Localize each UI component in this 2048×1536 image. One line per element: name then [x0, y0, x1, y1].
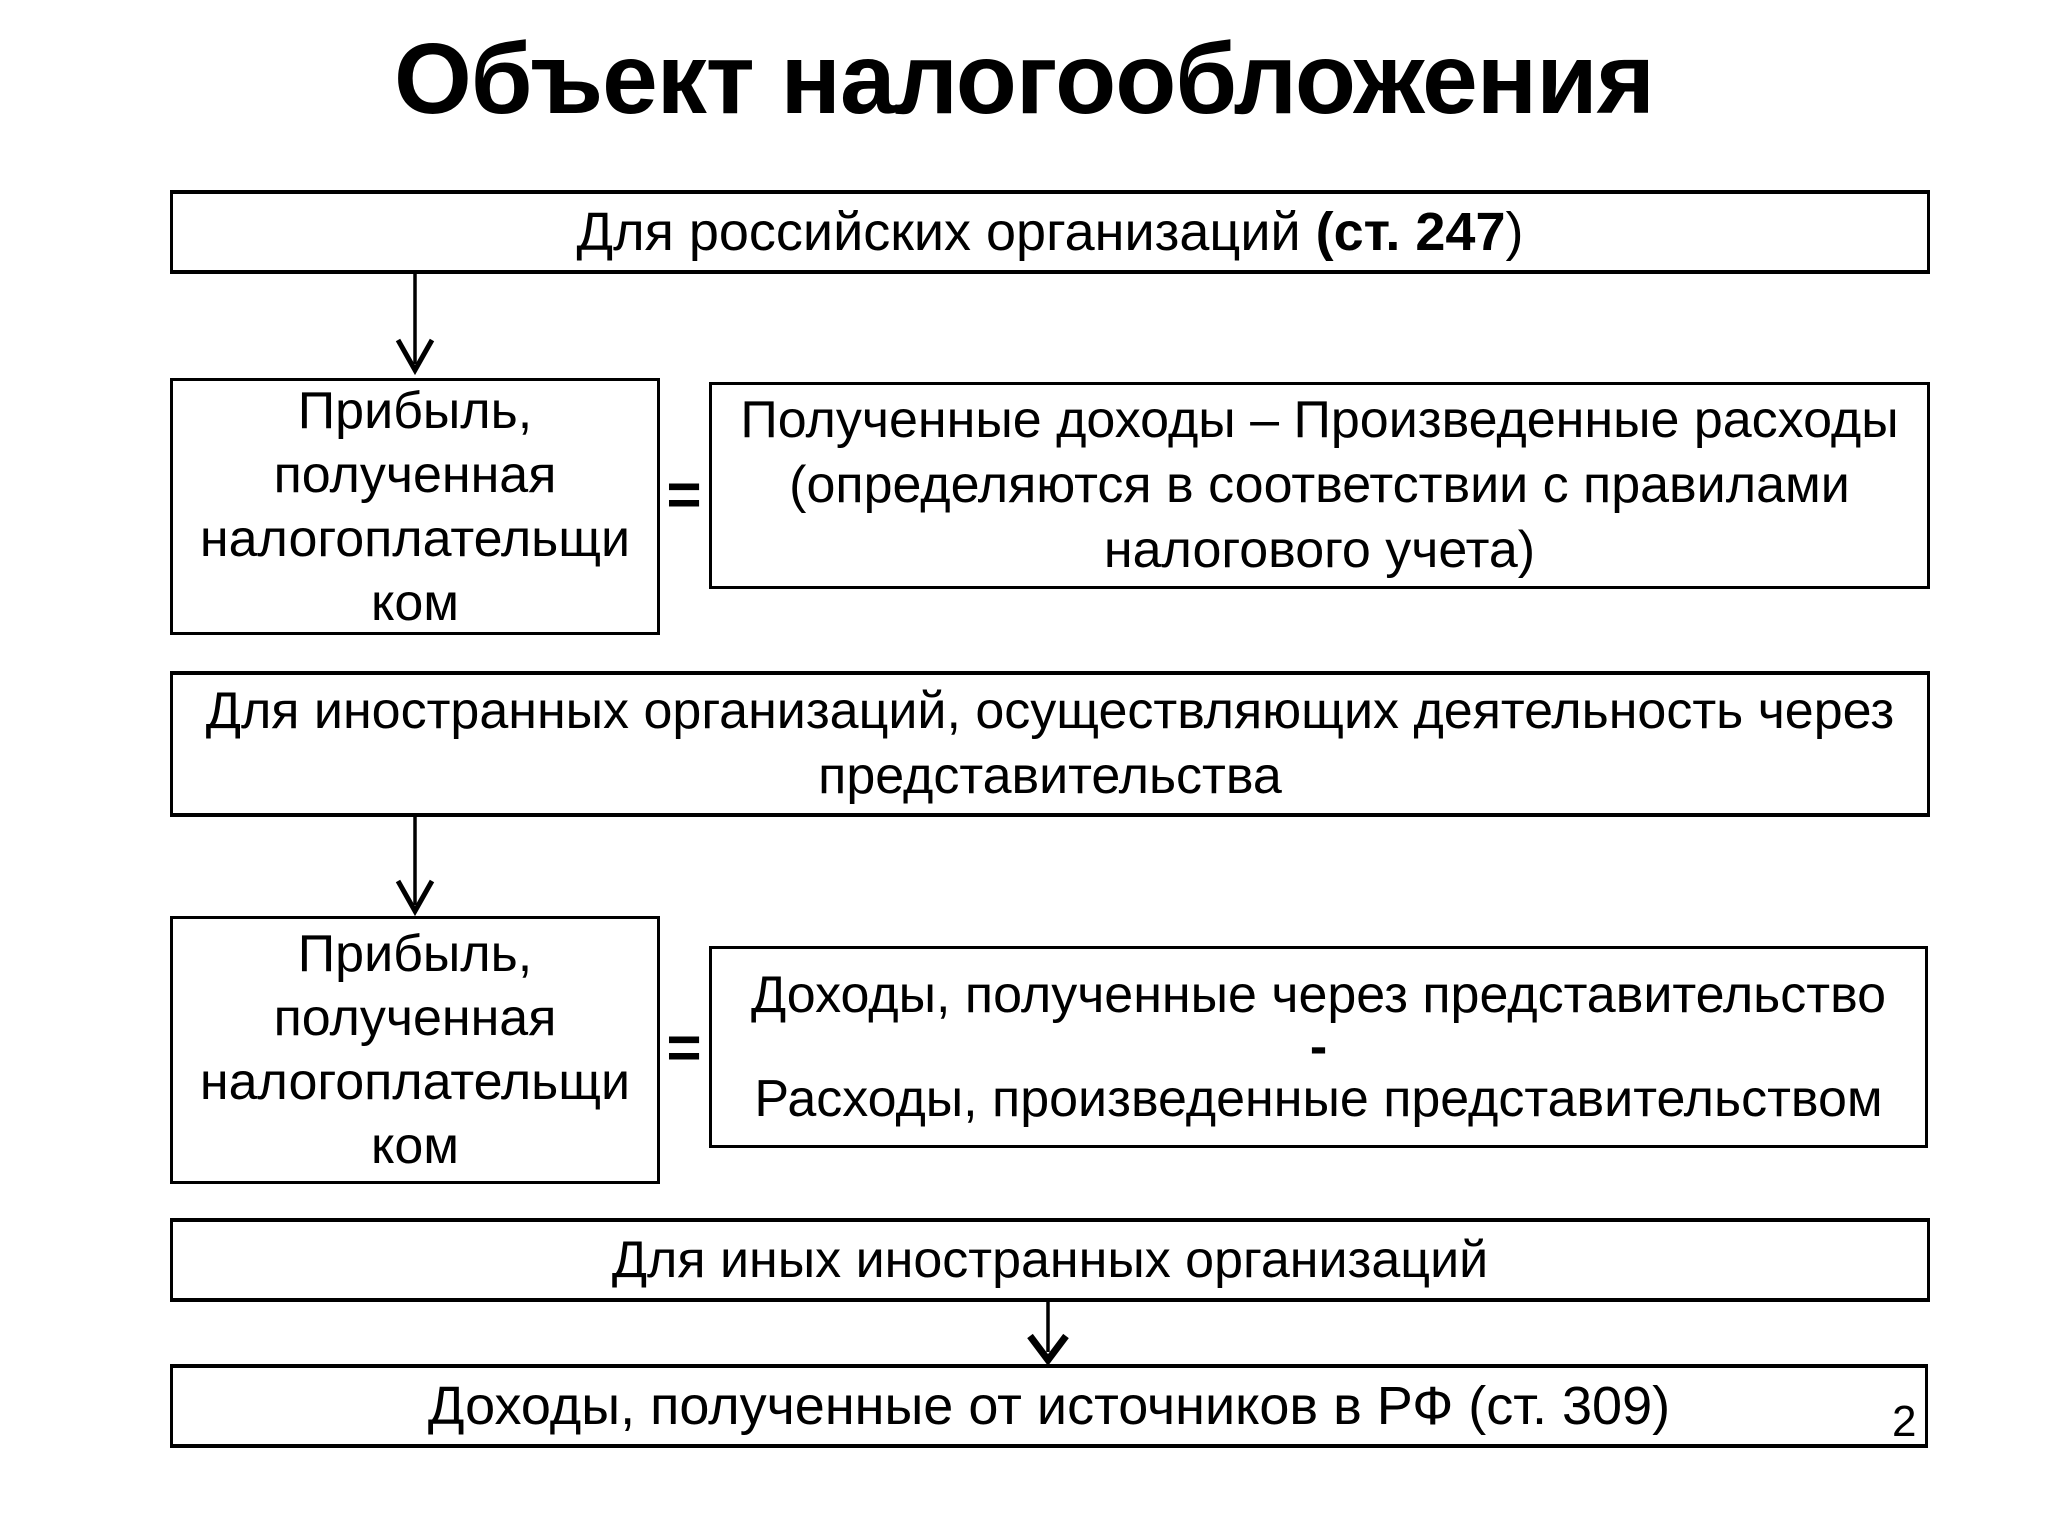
formula-box-1-text: Полученные доходы – Произведенные расход…	[740, 391, 1899, 579]
formula-box-2-line1: Доходы, полученные через представительст…	[750, 966, 1887, 1024]
down-arrow-icon	[395, 272, 435, 376]
russian-orgs-header-text: Для российских организаций (ст. 247)	[576, 202, 1524, 262]
formula-box-2-line2: Расходы, произведенные представительство…	[754, 1070, 1883, 1128]
foreign-orgs-header-box: Для иностранных организаций, осуществляю…	[170, 671, 1930, 817]
page-number: 2	[1892, 1397, 1917, 1446]
profit-box-2-text: Прибыль, полученная налогоплательщи ком	[199, 925, 631, 1175]
profit-box-2: Прибыль, полученная налогоплательщи ком	[170, 916, 660, 1184]
down-arrow-icon	[1027, 1302, 1069, 1364]
profit-box-1-text: Прибыль, полученная налогоплательщи ком	[199, 381, 631, 632]
other-foreign-orgs-header-box: Для иных иностранных организаций	[170, 1218, 1930, 1302]
formula-box-2: Доходы, полученные через представительст…	[709, 946, 1928, 1148]
down-arrow-icon	[395, 817, 435, 917]
minus-sign: -	[1309, 1018, 1328, 1076]
sources-rf-footer-text: Доходы, полученные от источников в РФ (с…	[427, 1376, 1671, 1436]
formula-box-1: Полученные доходы – Произведенные расход…	[709, 382, 1930, 589]
equals-sign-1: =	[666, 461, 702, 528]
equals-sign-2: =	[666, 1014, 702, 1081]
russian-orgs-header-box: Для российских организаций (ст. 247)	[170, 190, 1930, 274]
slide-title: Объект налогообложения	[393, 23, 1655, 135]
other-foreign-orgs-header-text: Для иных иностранных организаций	[611, 1231, 1489, 1289]
sources-rf-footer-box: Доходы, полученные от источников в РФ (с…	[170, 1364, 1928, 1448]
profit-box-1: Прибыль, полученная налогоплательщи ком	[170, 378, 660, 635]
foreign-orgs-header-text: Для иностранных организаций, осуществляю…	[205, 682, 1895, 805]
